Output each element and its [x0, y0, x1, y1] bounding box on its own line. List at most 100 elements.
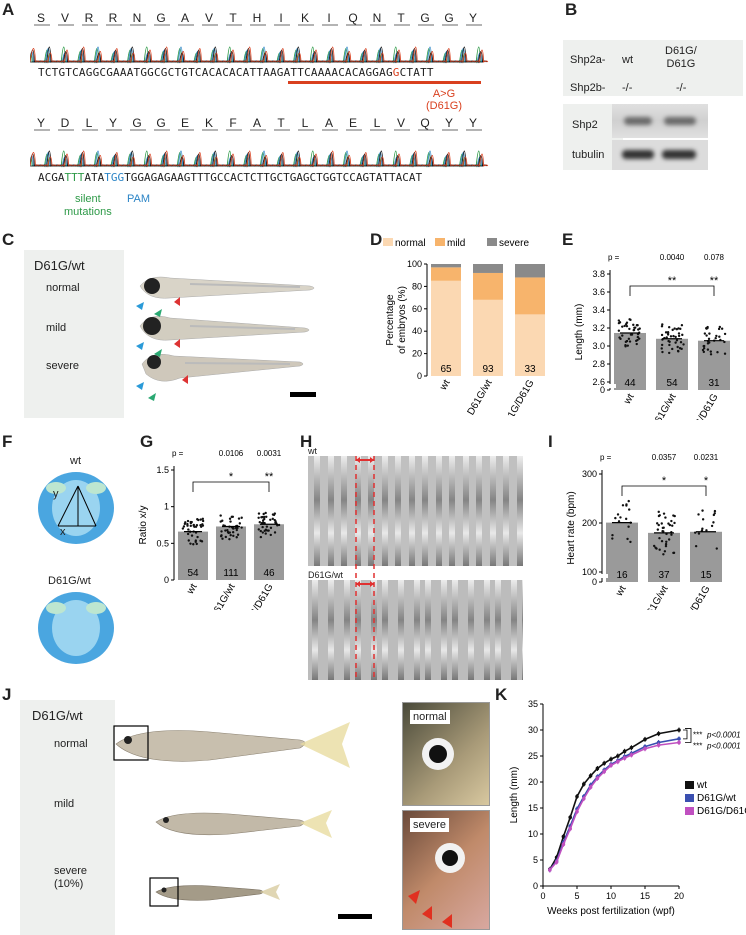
data-point [709, 350, 712, 353]
significance-stars: ** [710, 275, 719, 287]
data-point [193, 525, 196, 528]
amino-acid: I [279, 11, 282, 25]
data-point [702, 347, 706, 350]
data-point [548, 868, 552, 872]
data-point [259, 529, 262, 533]
bar [648, 532, 680, 582]
data-point [200, 540, 204, 543]
legend-label: D61G/wt [697, 793, 736, 804]
amino-acid: L [374, 116, 381, 130]
y-tick-label: 3.6 [592, 287, 605, 297]
data-point [226, 529, 229, 532]
cartilage-stains [38, 472, 114, 664]
b-row1-mut: D61G/ D61G [665, 45, 697, 70]
data-point [261, 531, 264, 534]
data-point [627, 337, 631, 341]
amino-acid: Q [348, 11, 357, 25]
red-arrowhead-3 [182, 375, 188, 384]
red-arrow-3 [442, 914, 452, 928]
data-point [694, 531, 697, 534]
f-x-label: x [60, 526, 66, 538]
mutation-label-sub: (D61G) [425, 100, 463, 112]
data-point [236, 533, 240, 536]
data-point [723, 340, 726, 344]
data-point [621, 334, 624, 337]
x-tick-label: wt [438, 378, 453, 393]
data-point [626, 537, 629, 541]
y-axis-label: Heart rate (bpm) [566, 491, 577, 564]
data-point [697, 532, 701, 535]
amino-acid: V [205, 11, 213, 25]
data-point [201, 519, 205, 523]
kymograph-stripe [341, 456, 347, 566]
kymograph-stripe [344, 580, 350, 680]
amino-acid: T [277, 116, 285, 130]
data-point [678, 347, 682, 350]
data-point [636, 323, 639, 327]
legend-swatch [383, 238, 393, 246]
legend-label: mild [447, 238, 465, 249]
data-point [665, 540, 668, 543]
y-tick-label: 0 [600, 385, 605, 395]
p-prefix: p = [600, 453, 612, 462]
data-point [196, 535, 199, 539]
data-point [676, 349, 680, 353]
amino-acid: Y [445, 116, 453, 130]
data-point [675, 328, 679, 331]
data-point [638, 337, 641, 340]
y-tick-label: 30 [528, 725, 538, 735]
n-label: 31 [708, 378, 720, 389]
data-point [625, 321, 629, 324]
data-point [708, 332, 711, 335]
panel-label-e: E [562, 230, 574, 249]
data-point [671, 524, 674, 527]
x-tick-label: wt [185, 582, 200, 597]
pam-label: PAM [127, 193, 151, 205]
data-point [621, 504, 625, 507]
y-tick-label: 300 [582, 469, 597, 479]
data-point [716, 351, 719, 354]
amino-acid: G [132, 116, 141, 130]
data-point [561, 842, 566, 847]
data-point [718, 335, 721, 338]
j-row-mild: mild [54, 798, 75, 810]
data-point [701, 518, 705, 521]
b-row4-label: tubulin [572, 149, 605, 161]
data-point [679, 341, 683, 344]
data-point [720, 327, 724, 330]
data-point [715, 334, 718, 338]
data-point [662, 553, 665, 556]
n-label: 16 [616, 570, 628, 581]
data-point [269, 526, 273, 530]
data-point [232, 527, 235, 530]
data-point [718, 325, 722, 329]
amino-acid: G [156, 116, 165, 130]
data-point [629, 333, 633, 336]
data-point [658, 548, 661, 551]
data-point [582, 796, 586, 801]
chromatogram-top [30, 46, 489, 64]
y-tick-label: 0 [164, 575, 169, 585]
amino-acid: H [253, 11, 262, 25]
bar [690, 531, 722, 582]
amino-acid: Y [109, 116, 117, 130]
y-tick-label: 80 [412, 281, 422, 291]
data-point [660, 325, 664, 328]
bar-segment [473, 299, 503, 376]
data-point [229, 533, 232, 537]
amino-acid: I [327, 11, 330, 25]
n-label: 54 [187, 568, 199, 579]
y-tick-label: 15 [528, 803, 538, 813]
x-tick-label: D61G/wt [650, 392, 679, 420]
data-point [190, 520, 193, 524]
bar-segment [431, 280, 461, 376]
data-point [672, 514, 675, 517]
data-point [588, 785, 593, 789]
data-point [182, 525, 186, 528]
kymograph-stripe [511, 580, 517, 680]
data-point [637, 328, 640, 331]
data-point [219, 520, 222, 523]
significance-bracket [629, 285, 715, 296]
